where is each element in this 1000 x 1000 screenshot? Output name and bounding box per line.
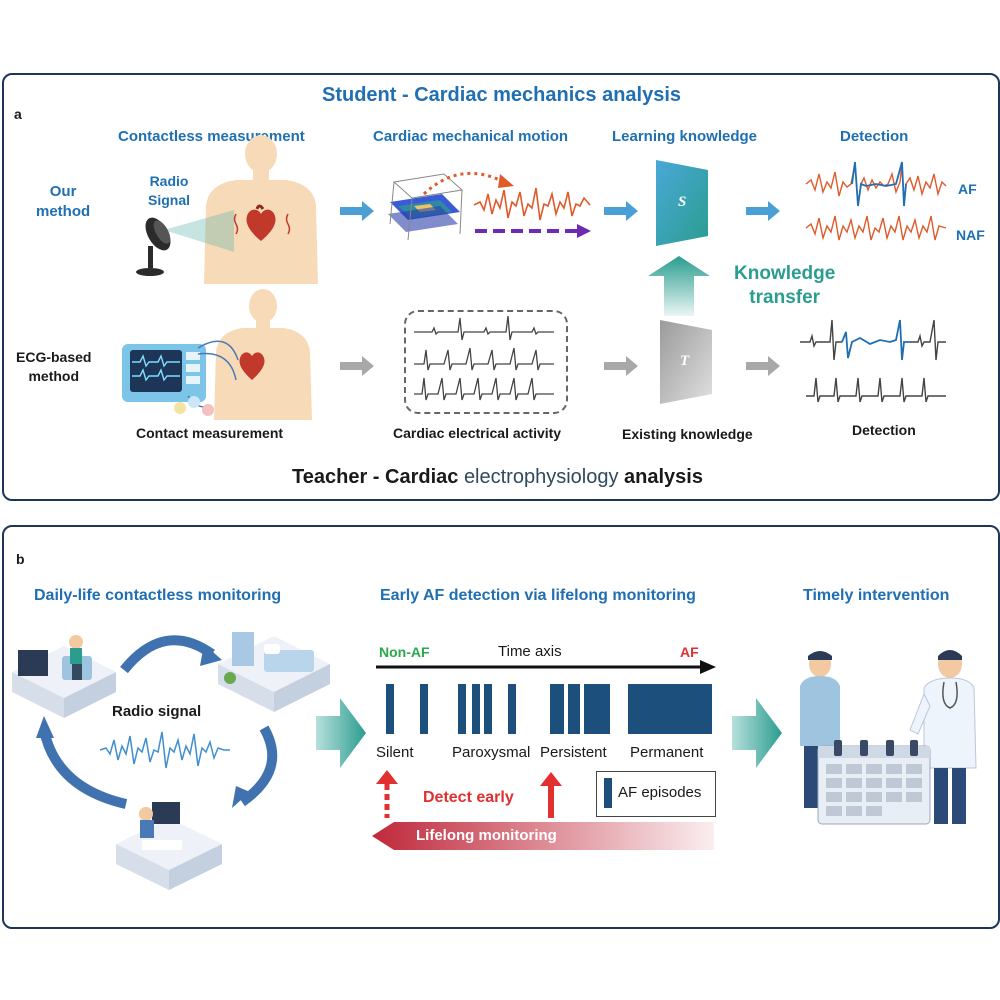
stage-paroxysmal: Paroxysmal <box>452 744 531 761</box>
stage-permanent: Permanent <box>630 744 704 761</box>
af-label: AF <box>958 181 977 197</box>
panel-b-letter: b <box>16 551 25 567</box>
heart-icon-top <box>246 204 276 241</box>
ecg-detection-waveform-bottom <box>806 377 946 403</box>
cycle-arrows <box>36 635 278 809</box>
panel-a-letter: a <box>14 106 22 122</box>
detect-persistent-arrow <box>540 772 562 818</box>
motion-arrow-dotted <box>422 171 514 196</box>
arrow-right-1 <box>340 201 374 221</box>
lifelong-monitoring-label: Lifelong monitoring <box>416 827 557 844</box>
student-model-block <box>656 160 708 246</box>
knowledge-transfer-label: Knowledge transfer <box>734 263 836 308</box>
time-axis-label: Time axis <box>498 643 562 660</box>
af-episodes-legend-swatch <box>604 778 612 808</box>
existing-knowledge-label: Existing knowledge <box>622 426 753 442</box>
electrical-activity-label: Cardiac electrical activity <box>393 425 562 441</box>
flow-arrow-1 <box>316 698 366 768</box>
af-episodes-legend <box>596 771 716 817</box>
patient-figure <box>800 651 840 808</box>
office-scene <box>116 802 222 890</box>
lifelong-monitoring-arrow <box>372 822 714 850</box>
ecg-method-label: ECG-based method <box>16 349 92 384</box>
early-title: Early AF detection via lifelong monitori… <box>380 587 696 604</box>
detect-early-label: Detect early <box>423 789 514 806</box>
arrow-right-3 <box>746 201 780 221</box>
student-title: Student - Cardiac mechanics analysis <box>322 84 682 106</box>
contact-measurement-label: Contact measurement <box>136 425 284 441</box>
teacher-title: Teacher - Cardiac electrophysiology anal… <box>292 466 703 489</box>
teacher-title-post: analysis <box>618 466 703 488</box>
time-arrow-dashed <box>475 224 591 238</box>
teacher-model-block <box>660 320 712 404</box>
teacher-title-pre: Teacher - Cardiac <box>292 466 464 488</box>
af-detection-waveform <box>805 161 947 207</box>
col-learning-header: Learning knowledge <box>612 128 758 145</box>
living-room-scene <box>12 635 116 718</box>
detect-early-dotted-arrow <box>376 770 398 818</box>
heart-icon-bottom <box>239 352 265 380</box>
arrow-right-gray-3 <box>746 356 780 376</box>
stage-silent: Silent <box>376 744 414 761</box>
af-episodes-label: AF episodes <box>618 784 702 801</box>
ecg-monitor-device <box>122 340 239 416</box>
non-af-label: Non-AF <box>379 644 430 660</box>
our-method-label: Our method <box>36 183 91 220</box>
naf-detection-waveform <box>805 215 947 241</box>
daily-title: Daily-life contactless monitoring <box>34 587 282 604</box>
radio-signal-label: Radio Signal <box>148 173 191 208</box>
mechanical-waveform <box>473 187 591 221</box>
col-mechanical-header: Cardiac mechanical motion <box>373 128 569 145</box>
detection-bottom-label: Detection <box>852 422 916 438</box>
doctor-figure <box>909 650 977 824</box>
human-silhouette-bottom <box>214 289 312 420</box>
teacher-title-mid: electrophysiology <box>463 466 619 488</box>
ecg-traces-box <box>404 310 568 414</box>
bedroom-scene <box>218 632 330 712</box>
teacher-model-letter: T <box>680 353 690 369</box>
col-detection-header: Detection <box>840 128 909 145</box>
student-model-letter: S <box>678 194 687 210</box>
radio-signal-b-label: Radio signal <box>112 703 202 720</box>
panel-a <box>2 73 1000 501</box>
ecg-detection-waveform-top <box>800 319 946 361</box>
heart-motion-waves <box>233 213 291 235</box>
timely-title: Timely intervention <box>803 587 950 604</box>
calendar-icon <box>817 740 931 825</box>
radio-signal-waveform <box>99 731 230 769</box>
time-axis-arrow <box>376 660 716 674</box>
stage-persistent: Persistent <box>540 744 607 761</box>
naf-label: NAF <box>956 227 985 243</box>
ecg-traces <box>414 315 554 401</box>
flow-arrow-2 <box>732 698 782 768</box>
arrow-right-gray-1 <box>340 356 374 376</box>
knowledge-transfer-arrow <box>648 256 710 316</box>
radar-cube-visual <box>388 173 464 241</box>
af-time-label: AF <box>680 644 699 660</box>
af-episode-bars <box>386 684 712 734</box>
arrow-right-2 <box>604 201 638 221</box>
radar-antenna-icon <box>136 210 234 276</box>
arrow-right-gray-2 <box>604 356 638 376</box>
